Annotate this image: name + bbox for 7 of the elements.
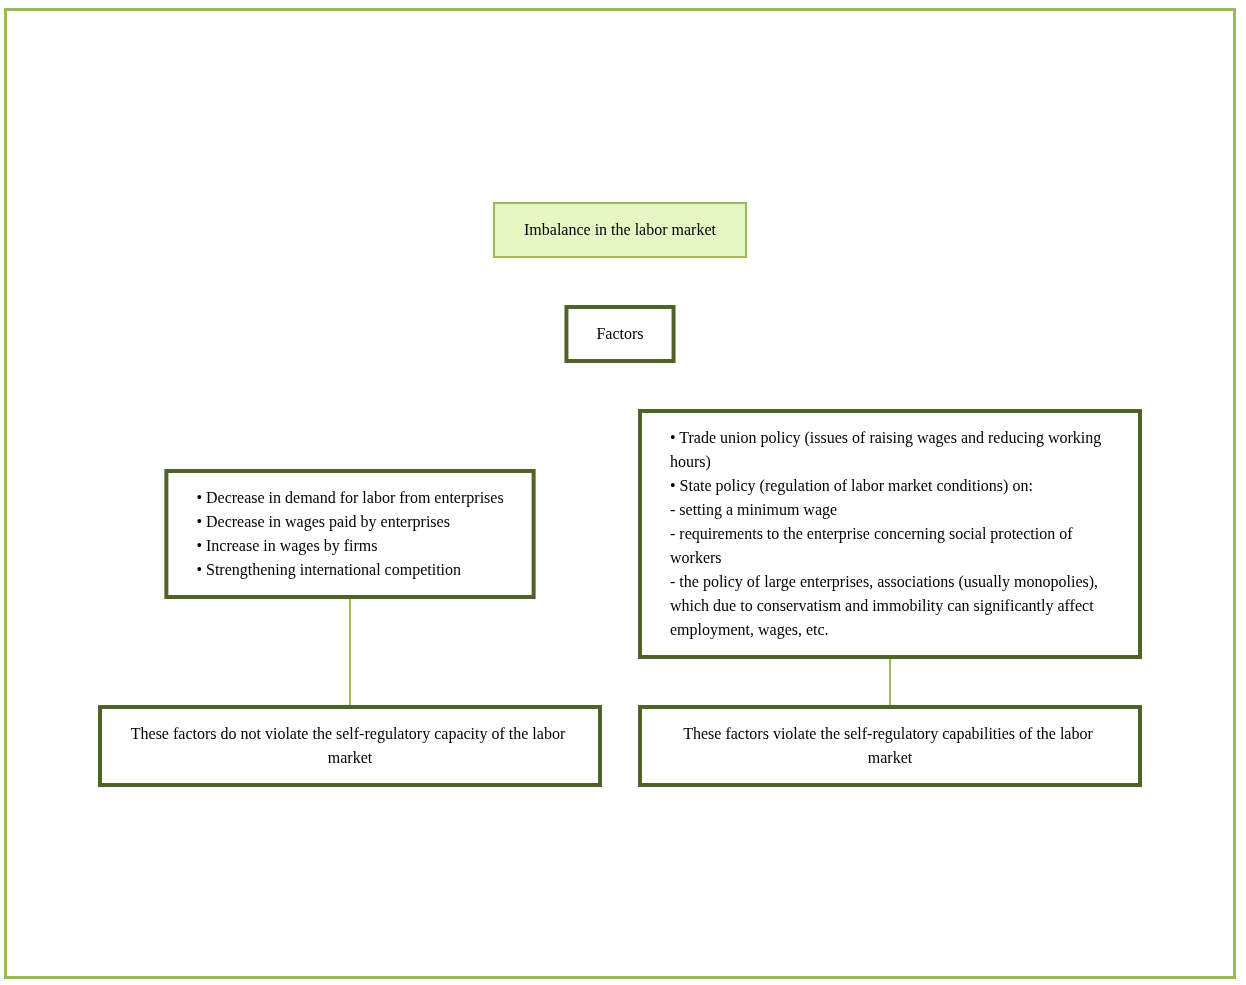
node-box [638,704,1142,787]
node-box [164,468,536,599]
node-box [638,408,1142,659]
page-frame: Imbalance in the labor market Factors • Decrease in demand for labor from enterprises • Decrease in wages paid by enterprises • Increase in wages by firms • Strengthening international competition These factors do not violate the self-regulatory capacity of the labor market • Trade union policy (issues of raising wages and reducing working hours) • State policy (regulation of labor market conditions) on: - setting a minimum wage - requirements to the enterprise concerning social protection of workers - the policy of large enterprises, associations (usually monopolies), which due to conservatism and immobility can significantly affect employment, wages, etc. These factors violate the self-regulatory capabilities of the labor market [4,8,1236,979]
node-box [564,304,676,363]
node-box [98,704,602,787]
node-box [493,201,747,258]
